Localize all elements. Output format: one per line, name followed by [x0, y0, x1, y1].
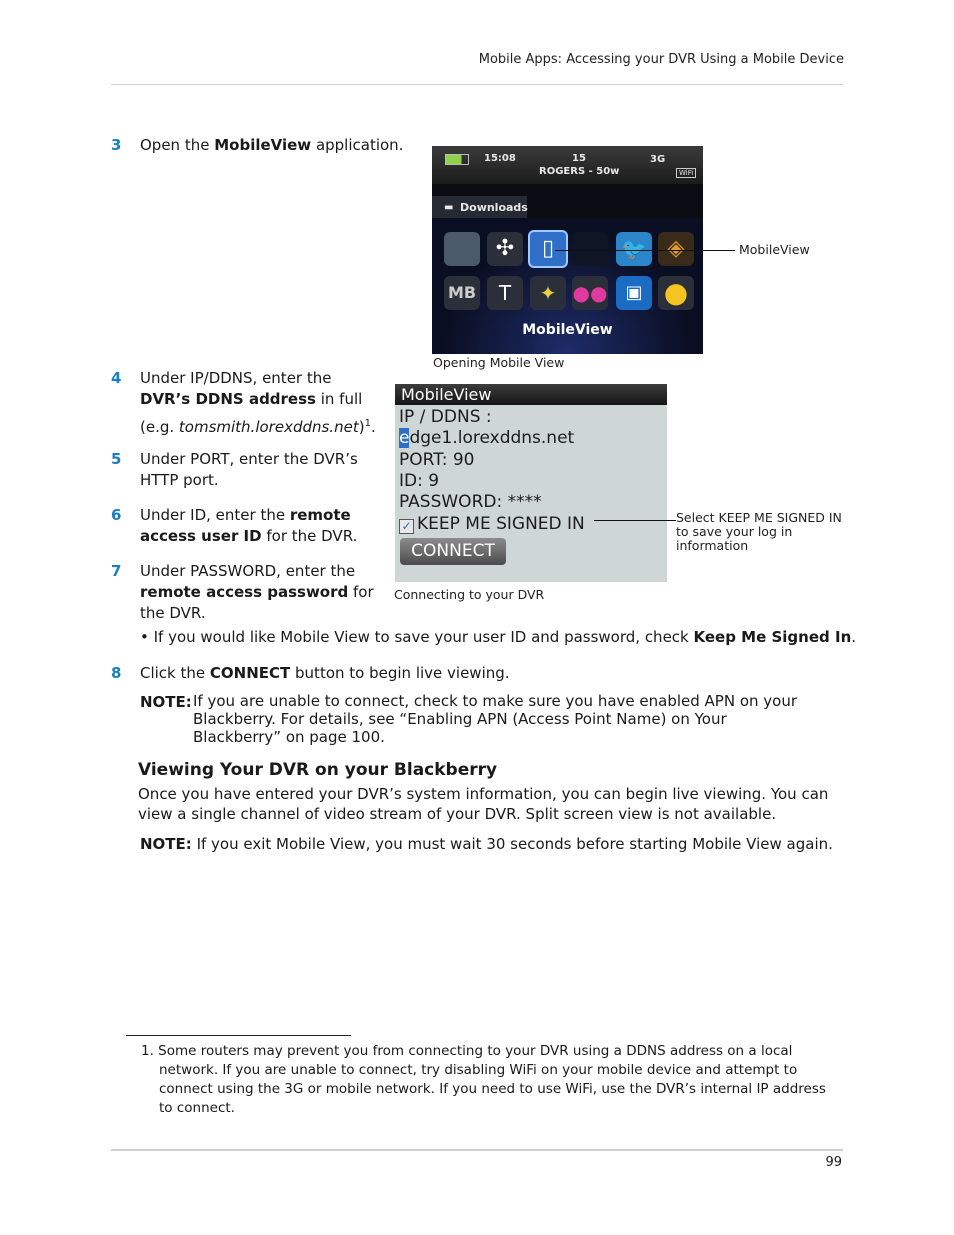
checkbox-icon: ✓ [399, 519, 414, 534]
keep-signed-in-checkbox[interactable]: ✓KEEP ME SIGNED IN [399, 514, 585, 534]
battery-icon [445, 154, 469, 165]
callout-line [555, 250, 735, 251]
section-heading: Viewing Your DVR on your Blackberry [138, 760, 498, 780]
step-number: 7 [111, 562, 122, 580]
keep-signed-in-callout: Select KEEP ME SIGNED IN to save your lo… [676, 510, 842, 553]
step-5-text: Under PORT, enter the DVR’s HTTP port. [140, 450, 358, 489]
app-icon [444, 232, 480, 266]
mb-icon: MB [444, 276, 480, 310]
step-number: 3 [111, 136, 122, 154]
mobileview-login-screenshot: MobileView IP / DDNS : edge1.lorexddns.n… [395, 384, 667, 582]
diamond-icon: ◈ [658, 232, 694, 266]
mobileview-home-screenshot: 15:08 15 ROGERS - 50w 3G WiFi ▬ Download… [432, 146, 703, 354]
downloads-folder-bar: ▬ Downloads [432, 196, 528, 218]
header-rule [111, 84, 843, 85]
callout-line [594, 520, 676, 521]
t-icon: T [487, 276, 523, 310]
folder-label: Downloads [460, 201, 528, 214]
yellow-circle-icon: ● [658, 276, 694, 310]
folder-icon: ▬ [444, 202, 454, 213]
network-type: 3G [650, 154, 666, 165]
star-icon: ✦ [530, 276, 566, 310]
step-number: 6 [111, 506, 122, 524]
footer-rule [111, 1149, 843, 1151]
password-field[interactable]: PASSWORD: **** [399, 492, 542, 512]
note-label: NOTE: [140, 693, 192, 711]
selected-app-label: MobileView [522, 322, 613, 338]
note-text: If you are unable to connect, check to m… [193, 692, 798, 746]
ip-ddns-field[interactable]: edge1.lorexddns.net [399, 428, 575, 448]
app-icon [572, 232, 608, 266]
mobileview-app-icon[interactable]: ▯ [528, 230, 568, 268]
step-number: 4 [111, 369, 122, 387]
section-paragraph: Once you have entered your DVR’s system … [138, 785, 829, 823]
step-6-text: Under ID, enter the remote access user I… [140, 506, 358, 545]
status-bar: 15:08 15 ROGERS - 50w 3G WiFi [432, 146, 703, 184]
port-field[interactable]: PORT: 90 [399, 450, 475, 470]
myspace-icon: ▣ [616, 276, 652, 310]
footnote-rule [126, 1035, 351, 1036]
figure-caption: Opening Mobile View [433, 355, 565, 370]
footnote: 1. Some routers may prevent you from con… [141, 1043, 826, 1116]
mobileview-callout: MobileView [739, 242, 810, 257]
flickr-icon: ●● [572, 276, 608, 310]
step-number: 5 [111, 450, 122, 468]
message-count: 15 [572, 153, 586, 164]
note-2: NOTE: If you exit Mobile View, you must … [140, 835, 833, 853]
carrier: ROGERS - 50w [539, 166, 620, 177]
app-grid: ✣ ▯ 🐦 ◈ MB T ✦ ●● ▣ ● [432, 218, 703, 354]
gamepad-icon: ✣ [487, 232, 523, 266]
page-number: 99 [825, 1155, 842, 1170]
screen-title: MobileView [395, 384, 667, 405]
ip-ddns-label: IP / DDNS : [399, 407, 492, 427]
step-8-text: Click the CONNECT button to begin live v… [140, 664, 510, 682]
step-7-text: Under PASSWORD, enter the remote access … [140, 562, 374, 622]
id-field[interactable]: ID: 9 [399, 471, 440, 491]
bullet-item: • If you would like Mobile View to save … [140, 628, 857, 646]
clock: 15:08 [484, 153, 516, 164]
figure-caption: Connecting to your DVR [394, 587, 545, 602]
step-4-text: Under IP/DDNS, enter the DVR’s DDNS addr… [140, 369, 376, 436]
wifi-icon: WiFi [676, 168, 697, 178]
connect-button[interactable]: CONNECT [400, 538, 506, 565]
twitter-icon: 🐦 [616, 232, 652, 266]
step-3-text: Open the MobileView application. [140, 136, 404, 154]
running-header: Mobile Apps: Accessing your DVR Using a … [478, 52, 844, 67]
step-number: 8 [111, 664, 122, 682]
